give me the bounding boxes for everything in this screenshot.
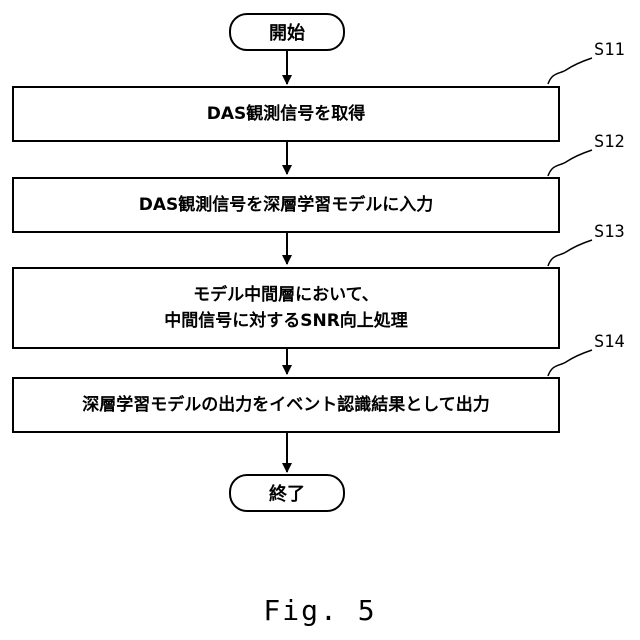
step-text-s11: DAS観測信号を取得 — [207, 101, 366, 127]
leader-s12 — [548, 150, 592, 176]
step-id-s11: S11 — [594, 40, 625, 60]
leader-s11 — [548, 58, 592, 84]
step-text-s14: 深層学習モデルの出力をイベント認識結果として出力 — [82, 392, 490, 418]
leader-s13 — [548, 240, 592, 266]
step-text-s12: DAS観測信号を深層学習モデルに入力 — [139, 192, 434, 218]
step-box-s11: DAS観測信号を取得 — [12, 86, 560, 142]
step-id-s14: S14 — [594, 332, 625, 352]
step-id-s13: S13 — [594, 222, 625, 242]
figure-caption: Fig. 5 — [0, 594, 640, 627]
end-label: 終了 — [269, 480, 305, 506]
leader-s14 — [548, 350, 592, 376]
step-text-s13-line2: 中間信号に対するSNR向上処理 — [164, 308, 408, 334]
start-label: 開始 — [269, 19, 305, 45]
step-text-s13-line1: モデル中間層において、 — [193, 282, 379, 308]
step-box-s12: DAS観測信号を深層学習モデルに入力 — [12, 177, 560, 233]
step-box-s13: モデル中間層において、 中間信号に対するSNR向上処理 — [12, 267, 560, 349]
step-id-s12: S12 — [594, 132, 625, 152]
step-box-s14: 深層学習モデルの出力をイベント認識結果として出力 — [12, 377, 560, 433]
end-terminal: 終了 — [229, 474, 345, 512]
start-terminal: 開始 — [229, 13, 345, 51]
